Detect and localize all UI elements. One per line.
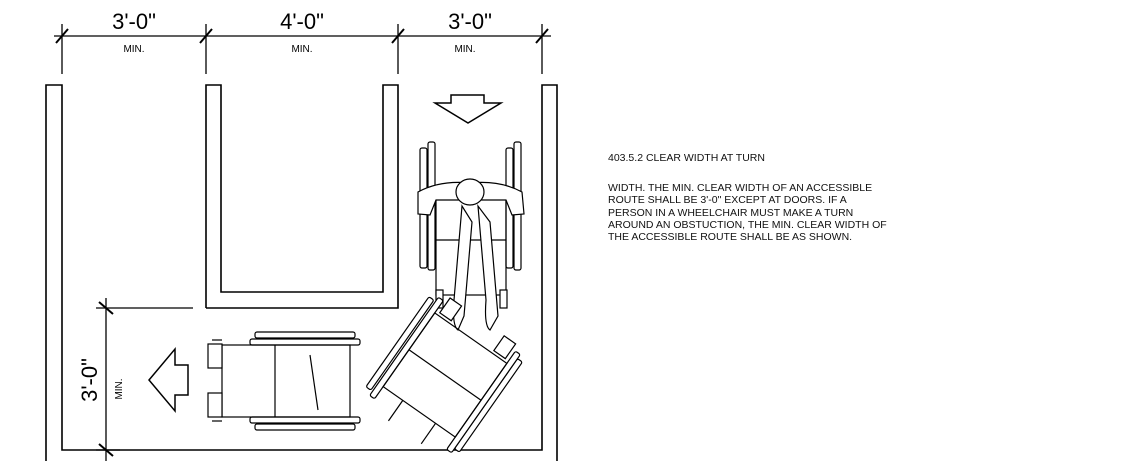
- turn-width-label: 3'-0": [77, 358, 102, 402]
- wheelchair-turning-icon: [366, 296, 523, 453]
- arrow-left-icon: [148, 346, 189, 414]
- wheelchair-occupied-icon: [417, 141, 525, 331]
- middle-width-label: 4'-0": [280, 9, 324, 34]
- note-body: WIDTH. THE MIN. CLEAR WIDTH OF AN ACCESS…: [608, 182, 887, 244]
- left-min-label: MIN.: [123, 44, 144, 55]
- right-width-label: 3'-0": [448, 9, 492, 34]
- right-min-label: MIN.: [454, 44, 475, 55]
- outer-wall: [45, 84, 558, 461]
- middle-min-label: MIN.: [291, 44, 312, 55]
- corridor-walls: [45, 84, 558, 461]
- code-note: 403.5.2 CLEAR WIDTH AT TURN WIDTH. THE M…: [608, 152, 908, 243]
- note-title: 403.5.2 CLEAR WIDTH AT TURN: [608, 152, 765, 164]
- wheelchair-empty-icon: [207, 331, 361, 431]
- top-dimension-line: [54, 24, 551, 74]
- inner-obstruction-wall: [205, 84, 399, 309]
- side-dimension-line: [96, 298, 193, 461]
- arrow-down-icon: [432, 94, 504, 124]
- turn-min-label: MIN.: [114, 378, 125, 399]
- left-width-label: 3'-0": [112, 9, 156, 34]
